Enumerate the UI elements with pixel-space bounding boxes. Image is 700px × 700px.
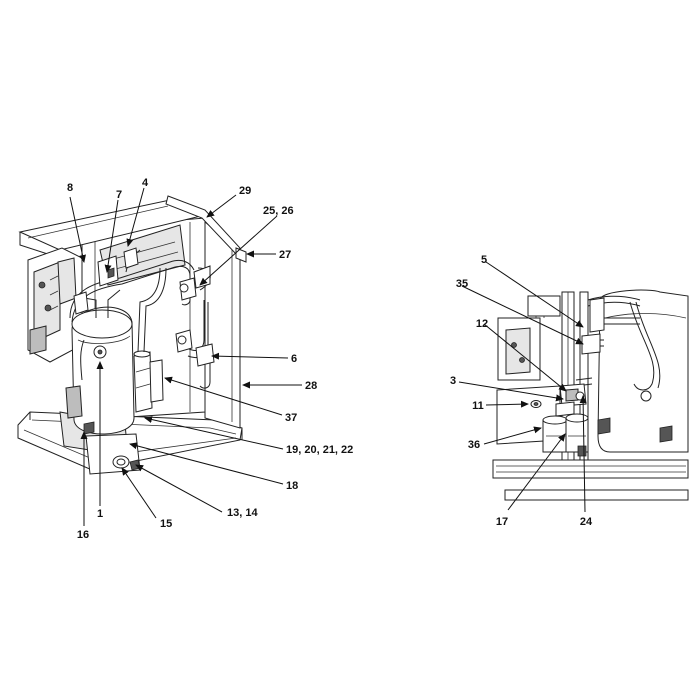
callout-27: 27 [279, 249, 291, 261]
callout-3: 3 [450, 375, 456, 387]
callout-28: 28 [305, 380, 317, 392]
callout-19-22: 19, 20, 21, 22 [286, 444, 353, 456]
compressor [65, 289, 135, 435]
detail-compressor [597, 289, 689, 453]
leader-24 [579, 395, 587, 513]
detail-small-fitting [530, 400, 542, 408]
leader-4 [126, 187, 145, 247]
leader-8 [69, 196, 86, 263]
callout-6: 6 [291, 353, 297, 365]
leader-29 [206, 194, 237, 218]
drain-fitting [112, 455, 141, 471]
callout-25-26: 25, 26 [263, 205, 294, 217]
corner-bracket [235, 247, 247, 263]
detail-drier-assembly [542, 413, 589, 457]
leader-5 [485, 261, 584, 328]
callout-24: 24 [580, 516, 593, 528]
control-box [27, 247, 83, 363]
capacitor-group [133, 350, 164, 413]
callout-4: 4 [142, 177, 149, 189]
callout-36: 36 [468, 439, 480, 451]
callout-35: 35 [456, 278, 468, 290]
leader-25 [199, 215, 278, 286]
callout-1: 1 [97, 508, 103, 520]
leader-7 [104, 199, 119, 273]
leader-13 [135, 464, 223, 513]
leader-35 [461, 285, 584, 345]
leader-6 [211, 352, 289, 360]
callout-labels: 8 7 4 29 25, 26 27 6 28 37 19, 20, 21, 2… [67, 177, 593, 541]
right-view-unit [492, 289, 689, 501]
leader-lines [69, 187, 587, 526]
left-view-unit [17, 195, 247, 475]
leader-36 [483, 426, 542, 445]
detail-control-box [497, 295, 561, 381]
detail-valve-assembly [555, 383, 587, 417]
callout-13-14: 13, 14 [227, 507, 258, 519]
callout-18: 18 [286, 480, 298, 492]
leader-18 [129, 442, 284, 485]
detail-base-rail [492, 459, 689, 501]
leader-15 [121, 467, 157, 519]
callout-16: 16 [77, 529, 89, 541]
callout-8: 8 [67, 182, 73, 194]
detail-piping [575, 295, 641, 387]
top-fitting [73, 247, 139, 315]
callout-29: 29 [239, 185, 251, 197]
leader-19 [144, 416, 284, 450]
leader-37 [164, 376, 283, 416]
leader-11 [485, 400, 529, 408]
callout-11: 11 [472, 400, 484, 412]
callout-17: 17 [496, 516, 508, 528]
leader-12 [483, 323, 567, 392]
callout-7: 7 [116, 189, 122, 201]
callout-12: 12 [476, 318, 488, 330]
callout-37: 37 [285, 412, 297, 424]
leader-17 [507, 433, 566, 511]
leader-3 [458, 381, 564, 402]
callout-15: 15 [160, 518, 172, 530]
callout-5: 5 [481, 254, 487, 266]
